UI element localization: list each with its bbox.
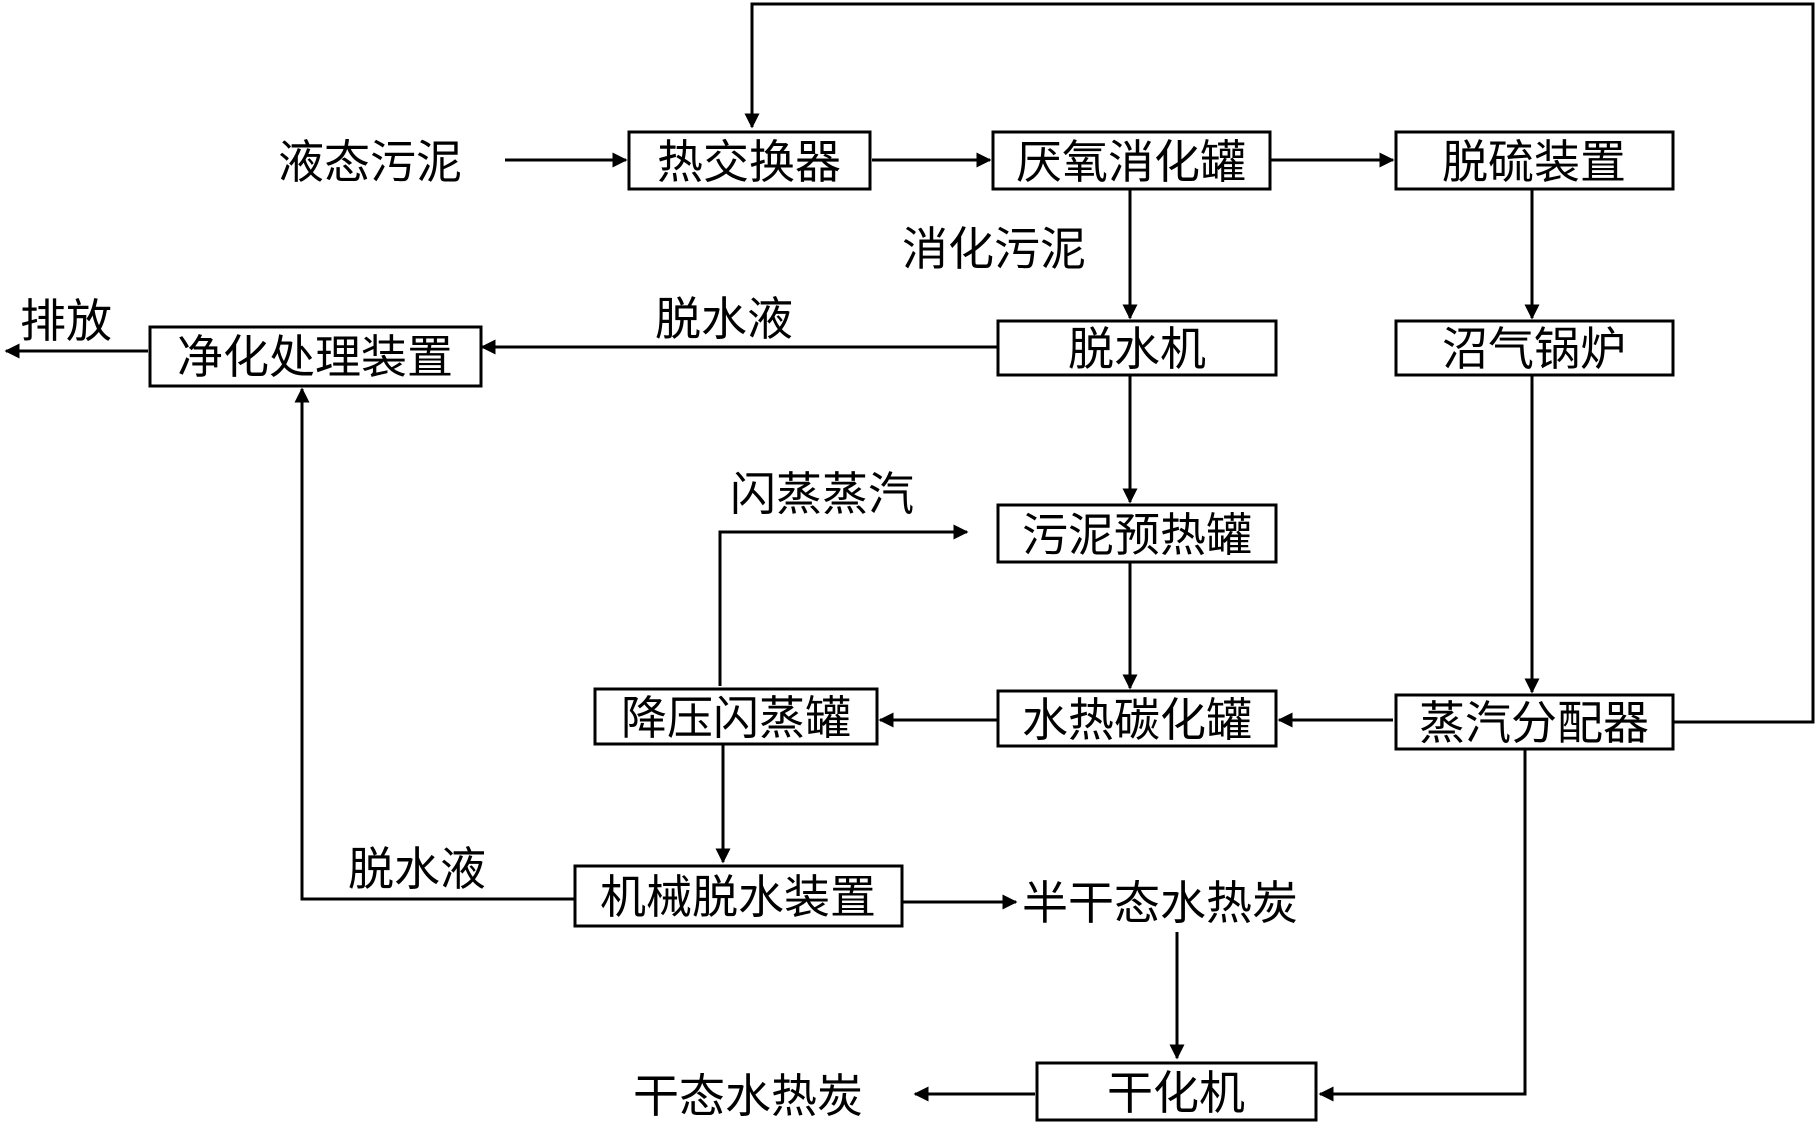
label-discharge: 排放: [20, 294, 112, 348]
node-htc-tank-label: 水热碳化罐: [1022, 693, 1252, 747]
label-liquid-sludge: 液态污泥: [278, 135, 462, 189]
node-heat-exchanger-label: 热交换器: [657, 135, 841, 189]
label-dry-hydrochar: 干态水热炭: [633, 1069, 863, 1123]
node-flash-tank-label: 降压闪蒸罐: [621, 691, 851, 745]
node-preheat-tank-label: 污泥预热罐: [1022, 508, 1252, 562]
connectors: [4, 2, 1815, 1102]
node-steam-distributor: 蒸汽分配器: [1394, 693, 1675, 751]
arrow-mechanical-to-purification: [294, 387, 574, 901]
node-steam-distributor-label: 蒸汽分配器: [1419, 696, 1649, 750]
node-preheat-tank: 污泥预热罐: [996, 503, 1278, 564]
node-mechanical-dewatering: 机械脱水装置: [573, 864, 904, 928]
arrow-steam-distributor-to-dryer: [1318, 750, 1527, 1102]
node-dryer: 干化机: [1035, 1061, 1318, 1122]
node-desulfurization: 脱硫装置: [1394, 130, 1675, 191]
label-dewatering-liquid-top: 脱水液: [655, 292, 793, 346]
arrow-steam-distributor-to-heat-exchanger: [744, 2, 1815, 724]
node-desulfurization-label: 脱硫装置: [1442, 135, 1626, 189]
label-flash-steam: 闪蒸蒸汽: [730, 467, 914, 521]
node-anaerobic-tank-label: 厌氧消化罐: [1016, 135, 1246, 189]
node-mechanical-dewatering-label: 机械脱水装置: [600, 870, 876, 924]
node-heat-exchanger: 热交换器: [627, 130, 872, 191]
node-flash-tank: 降压闪蒸罐: [593, 687, 879, 746]
node-purification-label: 净化处理装置: [177, 330, 453, 384]
node-dewatering-machine-label: 脱水机: [1068, 322, 1206, 376]
arrow-flash-steam-to-preheat: [718, 524, 969, 686]
node-dryer-label: 干化机: [1107, 1066, 1245, 1120]
label-dewatering-liquid-bottom: 脱水液: [348, 842, 486, 896]
node-biogas-boiler-label: 沼气锅炉: [1442, 322, 1626, 376]
node-dewatering-machine: 脱水机: [996, 319, 1278, 377]
node-biogas-boiler: 沼气锅炉: [1394, 319, 1675, 377]
label-semi-dry-hydrochar: 半干态水热炭: [1022, 876, 1298, 930]
node-purification: 净化处理装置: [148, 325, 483, 388]
node-htc-tank: 水热碳化罐: [996, 689, 1278, 748]
node-anaerobic-tank: 厌氧消化罐: [991, 130, 1272, 191]
label-digested-sludge: 消化污泥: [902, 222, 1086, 276]
